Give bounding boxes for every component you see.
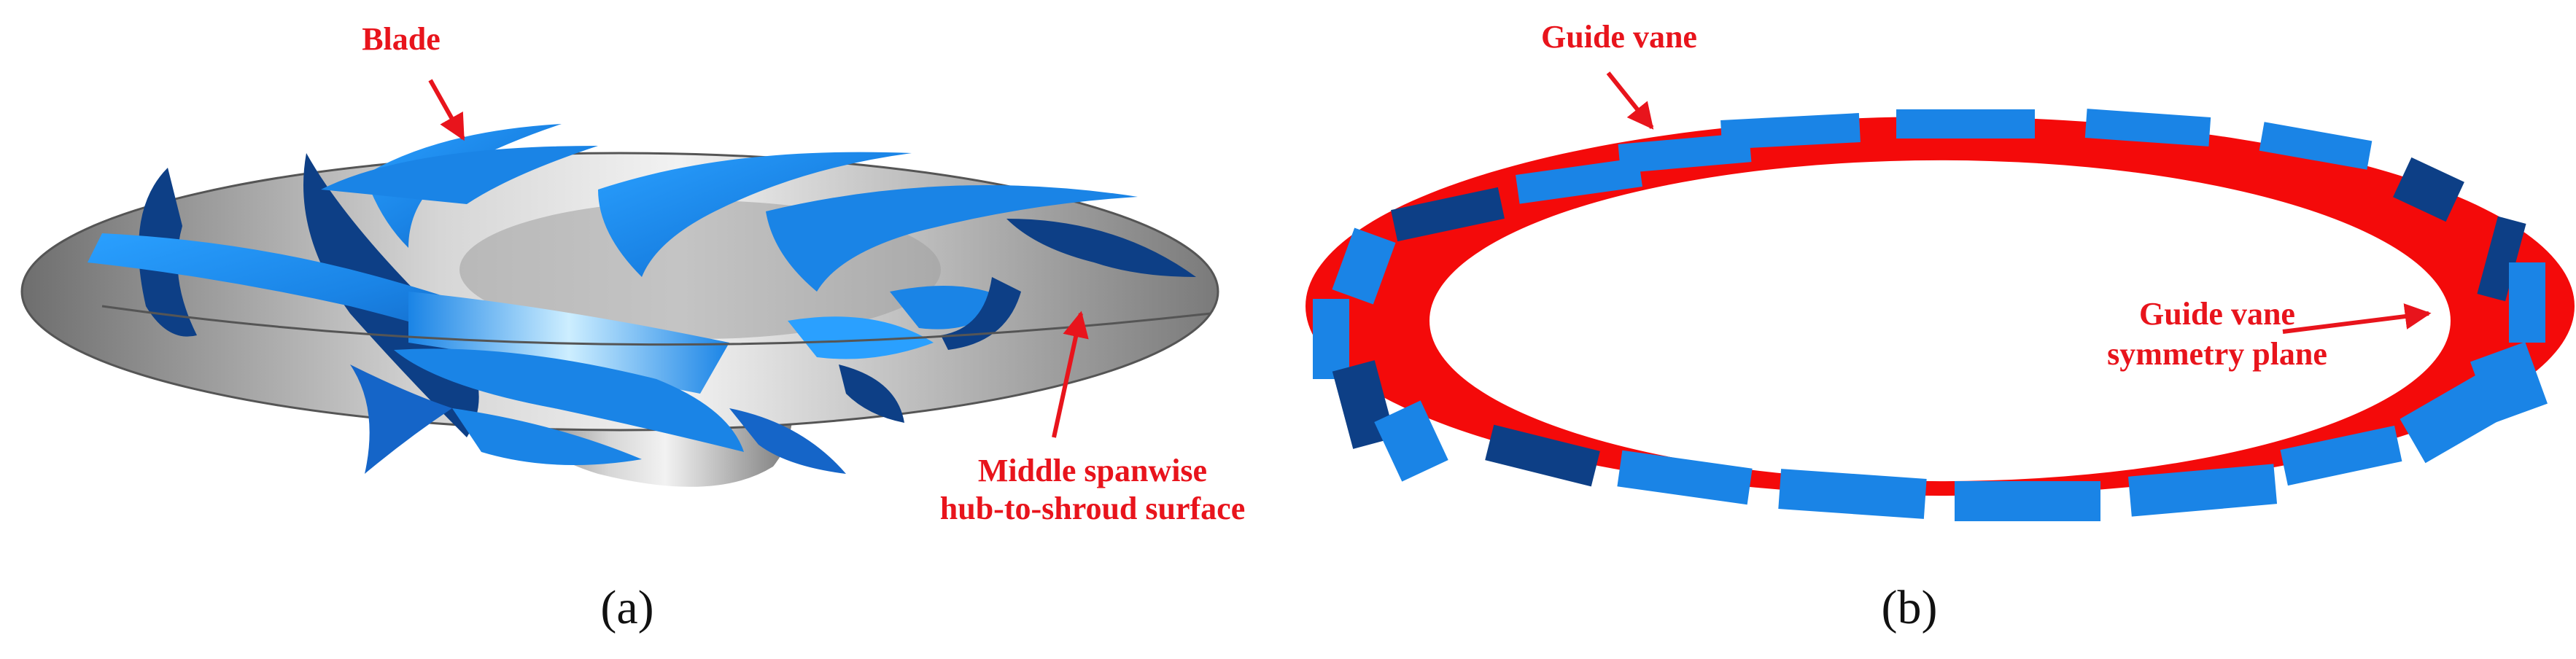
guide-vane bbox=[1332, 227, 1396, 305]
blade-7 bbox=[766, 185, 1138, 292]
guide-vane bbox=[1778, 469, 1927, 519]
caption-b: (b) bbox=[1882, 581, 1938, 634]
guide-vanes-right bbox=[2400, 262, 2548, 464]
guide-vane bbox=[2280, 425, 2402, 486]
guide-vane bbox=[1618, 133, 1752, 173]
blade-label: Blade bbox=[362, 21, 441, 57]
guide-vanes-bottom bbox=[1485, 424, 2402, 521]
blade-13 bbox=[452, 408, 642, 465]
blade-15 bbox=[839, 364, 904, 423]
guide-vane-label: Guide vane bbox=[1541, 19, 1697, 55]
panel-b-guide-vanes: Guide vane Guide vane symmetry plane (b) bbox=[1306, 19, 2575, 634]
blade-12 bbox=[350, 364, 452, 474]
guide-vane bbox=[2393, 157, 2464, 222]
blade-11 bbox=[394, 348, 744, 452]
guide-vane bbox=[2477, 216, 2526, 302]
guide-vanes-top bbox=[1391, 109, 2526, 302]
blade-14 bbox=[729, 408, 846, 474]
guide-vane bbox=[1374, 400, 1448, 482]
impeller-blades bbox=[88, 124, 1196, 474]
guide-vane bbox=[2400, 375, 2502, 464]
guide-vane-arrow bbox=[1606, 71, 1654, 130]
guide-vane bbox=[1391, 187, 1505, 242]
surface-label-line2: hub-to-shroud surface bbox=[940, 491, 1245, 526]
blade-5 bbox=[321, 146, 598, 204]
surface-label-line1: Middle spanwise bbox=[978, 453, 1207, 488]
caption-a: (a) bbox=[600, 581, 653, 634]
symmetry-arrow bbox=[2282, 303, 2432, 334]
guide-vane bbox=[2128, 464, 2278, 517]
guide-vane bbox=[1516, 157, 1642, 204]
guide-vane bbox=[2084, 109, 2211, 147]
symmetry-label-line1: Guide vane bbox=[2139, 296, 2295, 332]
symmetry-label-line2: symmetry plane bbox=[2107, 336, 2327, 372]
guide-vane bbox=[1955, 481, 2100, 521]
blade-arrow bbox=[428, 79, 465, 141]
panel-a-impeller: Blade Middle spanwise hub-to-shroud surf… bbox=[20, 21, 1245, 634]
surface-arrow bbox=[1052, 311, 1089, 438]
guide-vane bbox=[1617, 450, 1753, 505]
blade-6 bbox=[598, 152, 912, 277]
disc-rim-line bbox=[101, 305, 1211, 346]
guide-vane bbox=[1720, 113, 1861, 149]
guide-vanes-left bbox=[1313, 227, 1448, 482]
guide-vane bbox=[1896, 109, 2035, 139]
guide-vane bbox=[1485, 424, 1600, 487]
guide-vane bbox=[2259, 122, 2373, 170]
blade-4 bbox=[365, 124, 562, 248]
blade-8 bbox=[1006, 219, 1196, 277]
blade-3 bbox=[88, 233, 554, 364]
guide-vane bbox=[2509, 262, 2545, 343]
blade-16 bbox=[788, 316, 934, 359]
blade-10 bbox=[941, 277, 1021, 350]
guide-vane bbox=[1313, 299, 1349, 379]
